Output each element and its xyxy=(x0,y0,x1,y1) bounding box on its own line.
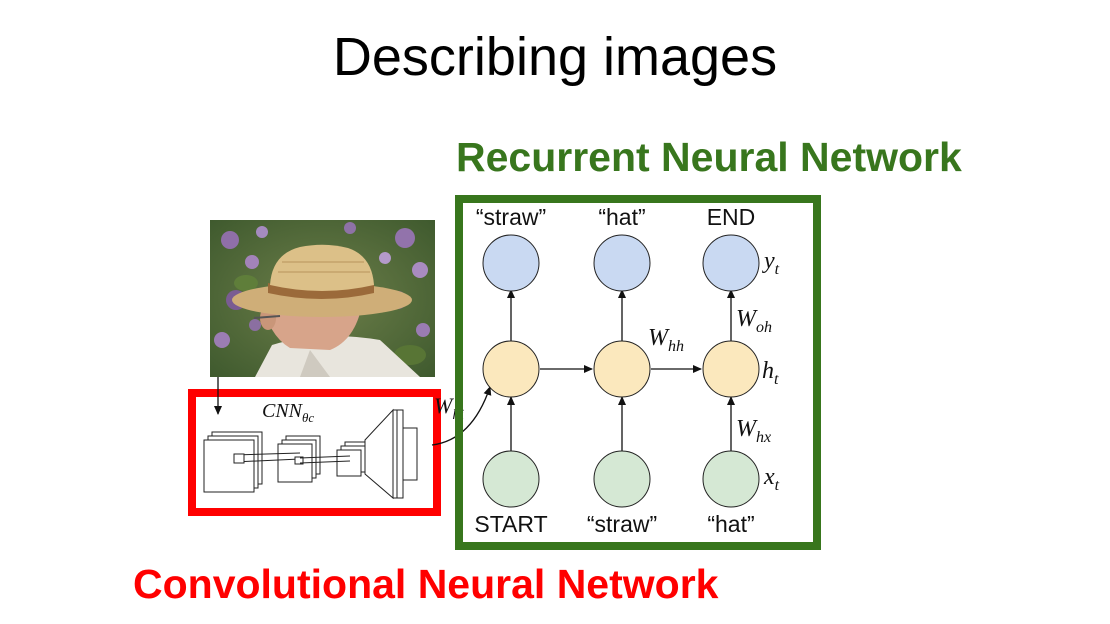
y-t-label: yt xyxy=(762,248,780,278)
input-node-1 xyxy=(482,450,540,508)
cnn-theta-label: CNNθc xyxy=(262,400,314,425)
slide-title: Describing images xyxy=(332,27,778,87)
output-node-3 xyxy=(702,234,760,292)
hidden-node-1 xyxy=(482,340,540,398)
cnn-layers-graphic xyxy=(203,408,418,500)
output-node-2 xyxy=(593,234,651,292)
w-hx-label: Whx xyxy=(736,416,771,446)
input-word-3: “hat” xyxy=(707,511,754,537)
rnn-arrows xyxy=(507,289,735,452)
output-word-2: “hat” xyxy=(598,204,645,230)
cnn-label: Convolutional Neural Network xyxy=(133,561,719,607)
output-word-3: END xyxy=(707,204,756,230)
hidden-node-3 xyxy=(702,340,760,398)
x-t-label: xt xyxy=(763,464,780,494)
photo-man-straw-hat xyxy=(210,220,435,377)
hidden-node-2 xyxy=(593,340,651,398)
input-word-2: “straw” xyxy=(587,511,657,537)
output-node-1 xyxy=(482,234,540,292)
w-oh-label: Woh xyxy=(736,306,772,336)
w-hh-label: Whh xyxy=(648,325,684,355)
input-node-2 xyxy=(593,450,651,508)
h-t-label: ht xyxy=(762,358,779,388)
rnn-label: Recurrent Neural Network xyxy=(456,134,962,180)
input-word-1: START xyxy=(474,511,547,537)
cnn-highlight-box xyxy=(188,389,441,516)
output-word-1: “straw” xyxy=(476,204,546,230)
rnn-highlight-box xyxy=(455,195,821,550)
input-node-3 xyxy=(702,450,760,508)
cnn-to-hidden-arrow xyxy=(431,386,492,446)
